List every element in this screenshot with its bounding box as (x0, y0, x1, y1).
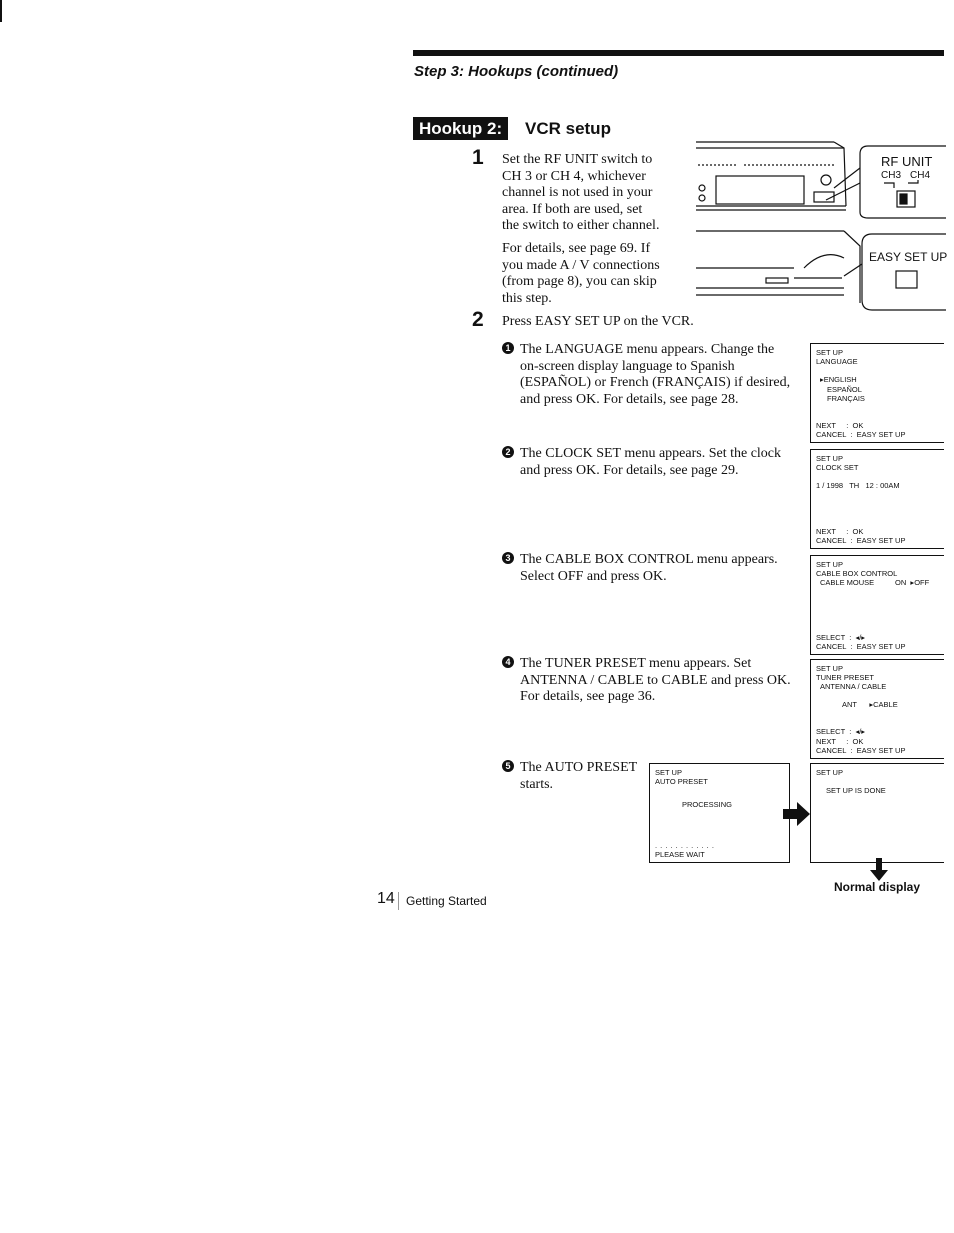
substep-3-line: The CABLE BOX CONTROL menu appears. (520, 552, 778, 567)
step-1-text: Set the RF UNIT switch to CH 3 or CH 4, … (502, 152, 692, 235)
screen-line: SET UP (816, 664, 843, 673)
substep-5: 5 The AUTO PRESET starts. (502, 760, 642, 793)
substep-marker-3: 3 (502, 552, 514, 564)
step-number-2: 2 (472, 308, 484, 331)
screen-hint: SELECT : ◂/▸ (816, 727, 866, 737)
substep-4-line: For details, see page 36. (520, 689, 656, 704)
rf-unit-label: RF UNIT (881, 154, 933, 169)
screen-hint: CANCEL : EASY SET UP (816, 641, 906, 651)
screen-line: ANTENNA / CABLE (820, 682, 887, 692)
screen-line: CLOCK SET (816, 463, 859, 473)
header-rule (413, 50, 944, 56)
step-1-details-line: For details, see page 69. If (502, 241, 651, 256)
screen-hint: CANCEL : EASY SET UP (816, 745, 906, 755)
antenna-cable-option: ANT ▸CABLE (842, 699, 898, 709)
screen-line: SET UP (655, 768, 682, 777)
running-head: Step 3: Hookups (continued) (414, 63, 619, 80)
substep-4-line: The TUNER PRESET menu appears. Set (520, 656, 752, 671)
screen-tuner-preset: SET UP TUNER PRESET ANTENNA / CABLE ANT … (810, 659, 944, 759)
screen-hint: NEXT : OK (816, 736, 864, 746)
step-1-line: channel is not used in your (502, 185, 653, 200)
easy-setup-callout (843, 233, 946, 311)
substep-1: 1 The LANGUAGE menu appears. Change the … (502, 342, 802, 408)
substep-3-line: Select OFF and press OK. (520, 568, 667, 584)
vcr-rear-drawing (696, 141, 847, 211)
processing-text: PROCESSING (682, 800, 733, 810)
language-option-espanol: ESPAÑOL (827, 384, 862, 394)
ch3-label: CH3 (881, 170, 902, 181)
screen-cable-box-control: SET UP CABLE BOX CONTROL CABLE MOUSE ON … (810, 555, 944, 655)
step-1-line: CH 3 or CH 4, whichever (502, 168, 646, 184)
substep-marker-4: 4 (502, 656, 514, 668)
substep-marker-5: 5 (502, 760, 514, 772)
screen-line: AUTO PRESET (655, 777, 708, 787)
substep-marker-1: 1 (502, 342, 514, 354)
substep-3: 3 The CABLE BOX CONTROL menu appears. Se… (502, 552, 802, 585)
arrow-right-icon (783, 802, 810, 826)
substep-2-line: and press OK. For details, see page 29. (520, 462, 739, 478)
screen-hint: NEXT : OK (816, 526, 864, 536)
screen-line: CABLE BOX CONTROL (816, 569, 898, 579)
substep-4: 4 The TUNER PRESET menu appears. Set ANT… (502, 656, 802, 706)
step-1-line: Set the RF UNIT switch to (502, 152, 653, 167)
substep-marker-2: 2 (502, 446, 514, 458)
substep-1-line: (ESPAÑOL) or French (FRANÇAIS) if desire… (520, 375, 791, 390)
screen-line: SET UP (816, 560, 843, 569)
footer-divider (398, 892, 399, 910)
screen-line: SET UP (816, 454, 843, 463)
screen-hint: CANCEL : EASY SET UP (816, 429, 906, 439)
progress-dots: . . . . . . . . . . . . (655, 840, 715, 850)
step-1-details-line: (from page 8), you can skip (502, 274, 657, 289)
hookup-badge: Hookup 2: (413, 117, 509, 140)
screen-language: SET UP LANGUAGE ▸ENGLISH ESPAÑOL FRANÇAI… (810, 343, 944, 443)
step-1-details-line: you made A / V connections (502, 257, 660, 273)
substep-5-line: The AUTO PRESET (520, 760, 638, 775)
screen-hint: NEXT : OK (816, 420, 864, 430)
substep-1-line: The LANGUAGE menu appears. Change the (520, 342, 775, 357)
footer-section: Getting Started (406, 894, 487, 908)
scan-edge-mark (0, 0, 2, 22)
screen-setup-done: SET UP SET UP IS DONE (810, 763, 944, 863)
screen-line: SET UP (816, 348, 843, 357)
step-1-details-line: this step. (502, 290, 552, 306)
screen-line: TUNER PRESET (816, 673, 874, 683)
step-1-line: area. If both are used, set (502, 201, 643, 217)
vcr-illustration (696, 141, 946, 311)
screen-clock-set: SET UP CLOCK SET 1 / 1998 TH 12 : 00AM N… (810, 449, 944, 549)
screen-line: SET UP (816, 768, 843, 777)
step-2-text: Press EASY SET UP on the VCR. (502, 314, 694, 329)
screen-line: LANGUAGE (816, 357, 858, 367)
step-1-line: the switch to either channel. (502, 218, 660, 233)
ch4-label: CH4 (910, 170, 931, 181)
section-title: VCR setup (525, 119, 611, 138)
screen-auto-preset: SET UP AUTO PRESET PROCESSING . . . . . … (649, 763, 790, 863)
page-number: 14 (377, 890, 395, 907)
screen-hint: CANCEL : EASY SET UP (816, 535, 906, 545)
rf-unit-callout (825, 145, 946, 219)
substep-4-line: ANTENNA / CABLE to CABLE and press OK. (520, 672, 791, 688)
substep-1-line: on-screen display language to Spanish (520, 358, 735, 374)
clock-value: 1 / 1998 TH 12 : 00AM (816, 481, 900, 491)
language-option-english: ▸ENGLISH (820, 375, 857, 385)
substep-2-line: The CLOCK SET menu appears. Set the cloc… (520, 446, 782, 461)
arrow-down-icon (870, 858, 888, 881)
substep-2: 2 The CLOCK SET menu appears. Set the cl… (502, 446, 802, 479)
screen-hint: SELECT : ◂/▸ (816, 632, 866, 642)
setup-done-text: SET UP IS DONE (826, 786, 886, 796)
easy-set-up-label: EASY SET UP (869, 250, 948, 264)
vcr-front-drawing (696, 230, 861, 303)
step-number-1: 1 (472, 146, 484, 169)
substep-5-line: starts. (520, 776, 554, 792)
normal-display-label: Normal display (834, 880, 921, 894)
substep-1-line: and press OK. For details, see page 28. (520, 391, 739, 407)
cable-mouse-option: CABLE MOUSE ON ▸OFF (820, 578, 930, 588)
language-option-francais: FRANÇAIS (827, 393, 865, 403)
step-1-details: For details, see page 69. If you made A … (502, 241, 692, 307)
please-wait-text: PLEASE WAIT (655, 849, 705, 859)
